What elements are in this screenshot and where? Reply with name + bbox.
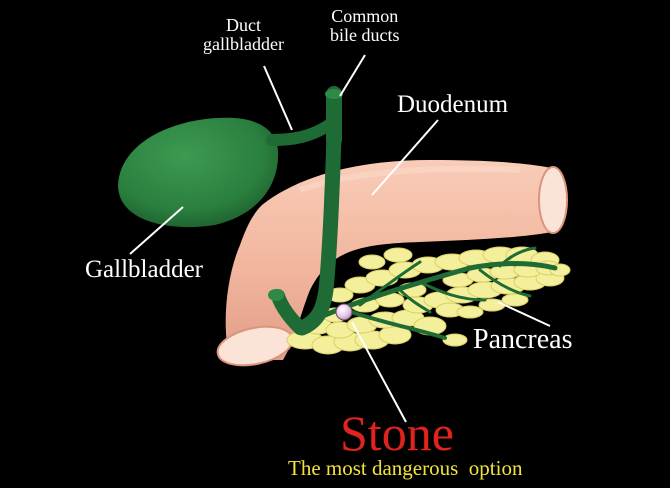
duct-opening-top — [325, 89, 343, 99]
leader-lines — [129, 54, 551, 423]
label-duct-gallbladder-line2: gallbladder — [203, 33, 284, 54]
pancreas-lobule — [358, 254, 386, 270]
bile-duct-system — [266, 86, 558, 340]
label-duodenum: Duodenum — [397, 91, 509, 118]
label-common-bile-ducts: Common bile ducts — [330, 7, 400, 45]
duct-opening-bottom — [268, 289, 284, 301]
label-common-bile-ducts-line2: bile ducts — [330, 24, 400, 45]
pancreas-lobule — [383, 247, 413, 263]
pancreas-lobule — [501, 293, 529, 307]
pancreas-lobule — [456, 305, 484, 319]
gallbladder-shape — [118, 117, 279, 228]
label-duct-gallbladder-line1: Duct — [225, 15, 261, 35]
stone-shape — [335, 303, 353, 321]
label-duct-gallbladder: Duct gallbladder — [203, 16, 284, 54]
pancreas-lobule — [442, 333, 468, 347]
stone-title: Stone — [340, 405, 454, 461]
stone-subtitle: The most dangerous option — [288, 456, 523, 480]
label-common-bile-ducts-line1: Common — [331, 6, 399, 26]
duodenum-shape — [216, 160, 568, 367]
label-pancreas: Pancreas — [473, 324, 573, 355]
label-gallbladder: Gallbladder — [85, 256, 204, 283]
